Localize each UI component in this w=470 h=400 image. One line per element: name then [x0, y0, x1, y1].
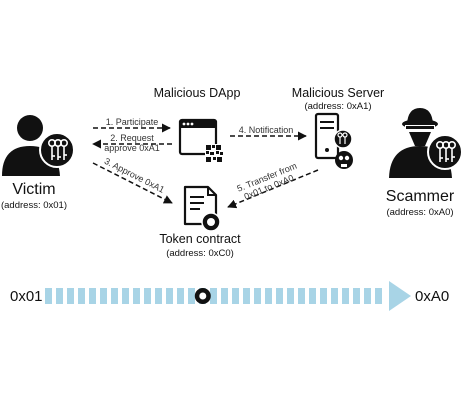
scammer-name: Scammer — [386, 188, 455, 205]
timeline-segment — [265, 288, 272, 304]
timeline-segment — [353, 288, 360, 304]
edge-participate-label: 1. Participate — [106, 117, 159, 127]
server-name: Malicious Server — [292, 86, 384, 100]
timeline-segment — [100, 288, 107, 304]
timeline-segment — [364, 288, 371, 304]
timeline-segment — [287, 288, 294, 304]
victim-icon — [2, 115, 75, 176]
edge-notification-label: 4. Notification — [239, 125, 294, 135]
timeline-token-coin — [194, 288, 211, 304]
timeline-segment — [254, 288, 261, 304]
edge-approve-label: 3. Approve 0xA1 — [103, 156, 166, 195]
timeline-segment — [56, 288, 63, 304]
timeline-segment — [177, 288, 184, 304]
timeline-segment — [89, 288, 96, 304]
dapp-name: Malicious DApp — [154, 86, 241, 100]
document-coin-icon — [183, 185, 221, 232]
victim-name: Victim — [12, 181, 55, 198]
timeline-segment — [320, 288, 327, 304]
timeline-segment — [232, 288, 239, 304]
timeline-segment — [210, 288, 217, 304]
timeline-segment — [166, 288, 173, 304]
timeline-arrowhead — [389, 281, 411, 311]
timeline-segment — [45, 288, 52, 304]
edge-approve: 3. Approve 0xA1 — [92, 156, 173, 204]
timeline-segment — [243, 288, 250, 304]
timeline-segment — [122, 288, 129, 304]
edge-request-label-1: 2. Request — [110, 133, 154, 143]
timeline-segment — [309, 288, 316, 304]
server-skull-icon — [314, 112, 353, 169]
token-address: (address: 0xC0) — [166, 248, 234, 259]
edge-participate: 1. Participate — [93, 117, 171, 133]
timeline-end-label: 0xA0 — [415, 288, 449, 305]
edge-request-approve: 2. Request approve 0xA1 — [92, 133, 172, 153]
edge-transfer: 5. Transfer from 0x01 to 0xA0 — [227, 161, 319, 209]
timeline-segment — [276, 288, 283, 304]
timeline-start-label: 0x01 — [10, 288, 43, 305]
edge-request-label-2: approve 0xA1 — [104, 143, 160, 153]
browser-window-qr-icon — [178, 118, 225, 164]
timeline-segment — [221, 288, 228, 304]
timeline-segment — [188, 288, 195, 304]
scammer-address: (address: 0xA0) — [386, 207, 453, 218]
timeline-segment — [342, 288, 349, 304]
timeline-segment — [111, 288, 118, 304]
timeline-track — [45, 288, 382, 304]
timeline-segment — [144, 288, 151, 304]
timeline-segment — [375, 288, 382, 304]
server-address: (address: 0xA1) — [304, 101, 371, 112]
victim-address: (address: 0x01) — [1, 200, 67, 211]
timeline-segment — [67, 288, 74, 304]
edge-notification: 4. Notification — [230, 125, 307, 141]
timeline-segment — [155, 288, 162, 304]
hooded-spy-with-keys-icon — [389, 108, 463, 178]
timeline-segment — [298, 288, 305, 304]
timeline-segment — [78, 288, 85, 304]
timeline-segment — [331, 288, 338, 304]
timeline-segment — [133, 288, 140, 304]
token-name: Token contract — [159, 232, 241, 246]
